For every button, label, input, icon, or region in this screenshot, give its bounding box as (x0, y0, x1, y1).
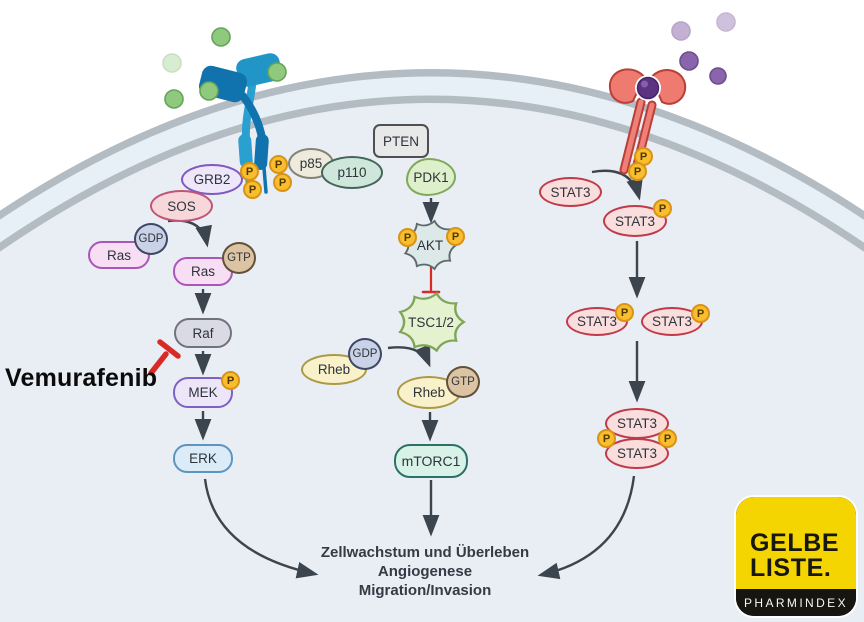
arrow-rhebgdp-to-rhebgtp (387, 344, 431, 368)
badge-gtp: GTP (446, 366, 480, 398)
phosphate-badge: P (653, 199, 672, 218)
purple-ligand-dot-faded (671, 21, 691, 41)
phosphate-badge: P (446, 227, 465, 246)
badge-gdp: GDP (348, 338, 382, 370)
node-mtorc1: mTORC1 (394, 444, 468, 478)
arrow-dimer-to-outcomes (537, 475, 636, 580)
akt-label: AKT (416, 237, 444, 253)
rtk-stalk-dark (239, 92, 266, 142)
phosphate-badge: P (398, 228, 417, 247)
node-stat3: STAT3 (539, 177, 602, 207)
cytokine-stalk-left (621, 99, 644, 173)
phosphate-badge: P (628, 162, 647, 181)
tsc12-label: TSC1/2 (408, 314, 454, 330)
phosphate-badge: P (269, 155, 288, 174)
node-pten: PTEN (373, 124, 429, 158)
vemurafenib-inhibit-stem (148, 351, 169, 376)
green-ligand-bound-right (267, 62, 287, 82)
tsc12-starburst-shape (398, 291, 466, 353)
green-ligands (162, 27, 287, 109)
green-ligand-dot (211, 27, 231, 47)
purple-ligand-highlight (641, 80, 648, 88)
node-grb2: GRB2 (181, 164, 243, 195)
node-pdk1: PDK1 (406, 158, 456, 196)
purple-ligand-dot-faded (716, 12, 736, 32)
gelbe-liste-logo: GELBE LISTE. PHARMINDEX (736, 497, 856, 616)
phosphate-badge: P (273, 173, 292, 192)
logo-pharmindex-strip: PHARMINDEX (736, 589, 856, 616)
node-raf: Raf (174, 318, 232, 348)
phosphate-badge: P (597, 429, 616, 448)
purple-ligand-bound (636, 76, 660, 100)
outcome-line-3: Migration/Invasion (358, 582, 492, 599)
logo-word-gelbe: GELBE (750, 529, 840, 557)
node-sos: SOS (150, 190, 213, 222)
outcome-line-1: Zellwachstum und Überleben (320, 544, 530, 561)
vemurafenib-inhibit-bar (157, 339, 181, 359)
inhibition-links (148, 265, 441, 376)
node-akt: AKT (402, 219, 458, 271)
green-ligand-dot-faded (162, 53, 182, 73)
badge-gtp: GTP (222, 242, 256, 274)
phosphate-badge: P (240, 162, 259, 181)
node-stat3-dimer-bottom: STAT3 (605, 438, 669, 469)
green-ligand-dot (164, 89, 184, 109)
logo-word-liste: LISTE. (750, 554, 832, 582)
node-erk: ERK (173, 444, 233, 473)
outcomes-text: Zellwachstum und Überleben Angiogenese M… (275, 543, 575, 600)
phosphate-badge: P (658, 429, 677, 448)
cytokine-receptor (608, 68, 687, 178)
purple-ligands (671, 12, 736, 85)
node-p110: p110 (321, 156, 383, 189)
purple-ligand-dot (679, 51, 699, 71)
phosphate-badge: P (243, 180, 262, 199)
arrow-receptor-to-stat3p (591, 169, 643, 201)
phosphate-badge: P (691, 304, 710, 323)
node-tsc12: TSC1/2 (396, 291, 466, 353)
phosphate-badge: P (615, 303, 634, 322)
rtk-tail-right (262, 166, 268, 194)
outcome-line-2: Angiogenese (377, 563, 473, 580)
cell-membrane-lumen (0, 76, 864, 243)
logo-yellow-panel: GELBE LISTE. (736, 497, 856, 589)
rtk-kinase-left (238, 133, 253, 168)
purple-ligand-dot (709, 67, 727, 85)
signal-arrows (167, 169, 646, 580)
drug-label-vemurafenib: Vemurafenib (5, 364, 158, 392)
arrow-erk-to-outcomes (203, 478, 319, 579)
phosphate-badge: P (221, 371, 240, 390)
badge-gdp: GDP (134, 223, 168, 255)
node-ras-gdp: Ras (88, 241, 150, 269)
rtk-kinase-right (254, 134, 269, 171)
node-stat3-pair-left: STAT3 (566, 307, 628, 336)
green-ligand-bound-left (199, 81, 219, 101)
